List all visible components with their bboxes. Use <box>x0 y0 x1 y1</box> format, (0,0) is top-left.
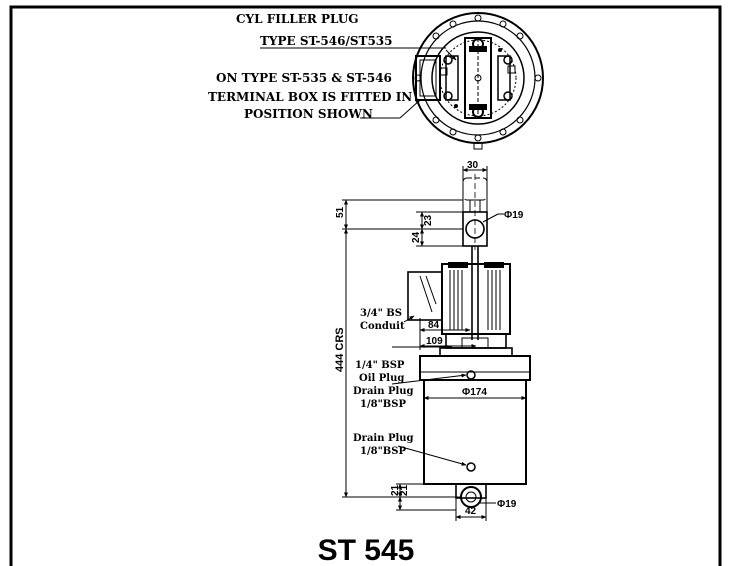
drain-plug-upper-label-2: 1/8"BSP <box>360 399 406 410</box>
dim-84: 84 <box>428 320 440 331</box>
drain-plug-lower-label-1: Drain Plug <box>353 433 414 444</box>
dim-42: 42 <box>465 506 477 517</box>
side-view <box>407 174 531 508</box>
drain-plug-upper-label-1: Drain Plug <box>353 386 414 397</box>
dim-eye-bottom-diameter: Φ19 <box>497 499 517 510</box>
dim-24: 24 <box>411 231 422 243</box>
filler-plug-label-1: CYL FILLER PLUG <box>236 12 359 26</box>
terminal-note-3: POSITION SHOWN <box>244 107 373 121</box>
dim-444-crs: 444 CRS <box>334 327 346 372</box>
terminal-note-2: TERMINAL BOX IS FITTED IN <box>208 90 412 104</box>
oil-plug-label-2: Oil Plug <box>359 373 404 384</box>
dim-51: 51 <box>335 206 346 218</box>
dim-eye-top-diameter: Φ19 <box>504 210 524 221</box>
dim-109: 109 <box>426 336 443 347</box>
conduit-label-2: Conduit <box>360 321 405 332</box>
filler-plug-label-2: TYPE ST-546/ST535 <box>260 34 393 48</box>
dim-30: 30 <box>467 160 479 171</box>
dimension-lines <box>342 166 527 521</box>
drawing-title: ST 545 <box>318 534 415 566</box>
terminal-note-1: ON TYPE ST-535 & ST-546 <box>216 71 392 85</box>
dim-23: 23 <box>423 214 434 226</box>
drawing-border <box>9 5 722 566</box>
top-view <box>360 12 544 150</box>
dim-21-lower: 21 <box>399 484 410 496</box>
conduit-label-1: 3/4" BS <box>360 308 402 319</box>
oil-plug-label-1: 1/4" BSP <box>355 360 405 371</box>
drain-plug-lower-label-2: 1/8"BSP <box>360 446 406 457</box>
dim-body-diameter: Φ174 <box>462 387 487 398</box>
dim-21-upper: 21 <box>390 484 401 496</box>
